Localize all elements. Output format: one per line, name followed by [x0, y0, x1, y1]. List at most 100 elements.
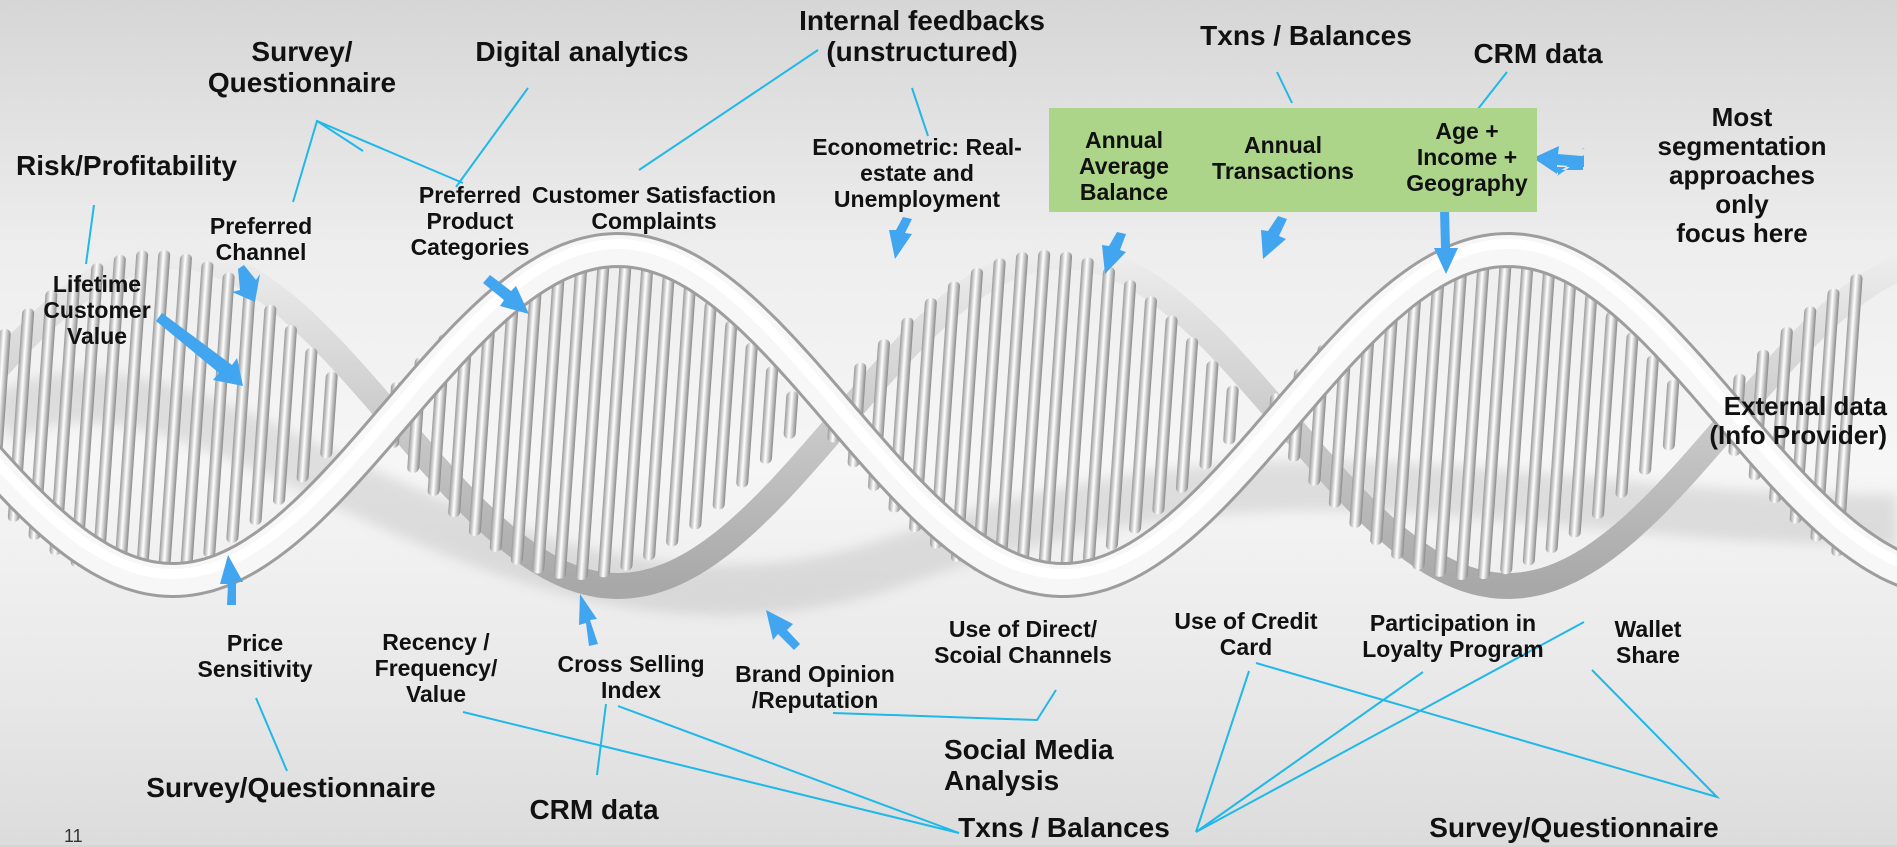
label-crm-top: CRM data — [1473, 38, 1603, 69]
helix-rung — [510, 265, 544, 565]
arrow-lifetime-value — [156, 313, 243, 386]
helix-rung — [532, 256, 566, 574]
helix-rung — [1129, 296, 1157, 534]
helix-rung — [929, 281, 960, 549]
label-most-segmentation: Most segmentation approaches only focus … — [1657, 102, 1827, 249]
label-rfv: Recency / Frequency/ Value — [374, 629, 498, 707]
arrow-cross-selling — [579, 594, 598, 646]
helix-rung — [113, 250, 149, 580]
arrow-brand-opinion — [766, 610, 800, 650]
label-lifetime-value: Lifetime Customer Value — [43, 271, 151, 349]
helix-rung — [203, 272, 235, 558]
label-external-data: External data (Info Provider) — [1709, 391, 1887, 451]
helix-rung — [1592, 311, 1618, 519]
arrow-econometric — [889, 217, 912, 259]
helix-rung — [783, 391, 799, 439]
helix-rung — [1060, 257, 1094, 573]
label-wallet-share: Wallet Share — [1614, 616, 1682, 668]
label-brand-opinion: Brand Opinion /Reputation — [735, 661, 895, 713]
helix-rung — [1391, 270, 1423, 560]
helix-rung — [620, 259, 654, 571]
helix-rung — [1545, 276, 1577, 554]
helix-rung — [1500, 255, 1534, 575]
label-preferred-product: Preferred Product Categories — [410, 182, 530, 260]
helix-rung — [1015, 250, 1051, 580]
arrow-annual-transactions — [1261, 216, 1287, 259]
helix-rung — [689, 300, 717, 530]
helix-rung — [643, 269, 675, 561]
helix-rung — [28, 290, 58, 540]
arrow-segmentation-real — [1533, 146, 1582, 174]
helix-rung — [1434, 253, 1468, 577]
helix-rung — [1522, 264, 1556, 566]
helix-rung — [575, 250, 611, 580]
helix-rung — [1175, 337, 1199, 493]
helix-back-strand — [0, 242, 1897, 600]
label-internal-feedbacks: Internal feedbacks (unstructured) — [799, 5, 1045, 68]
helix-rung — [1349, 302, 1377, 528]
helix-rung — [1199, 360, 1219, 470]
helix-rung — [1152, 315, 1178, 515]
helix-front-strand-highlight — [0, 238, 1897, 580]
helix-rung — [448, 312, 474, 518]
arrow-age-income — [1434, 210, 1458, 274]
helix-rung — [736, 342, 758, 488]
helix-rung — [759, 366, 779, 464]
label-loyalty-program: Participation in Loyalty Program — [1362, 610, 1544, 662]
helix-rung — [1082, 267, 1115, 563]
label-annual-average-balance: Annual Average Balance — [1079, 127, 1169, 205]
helix-rung — [1662, 379, 1680, 451]
helix-rung — [489, 278, 521, 552]
helix-rung — [597, 252, 632, 578]
helix-rung — [1639, 355, 1659, 475]
label-social-media: Social Media Analysis — [944, 734, 1114, 797]
label-txns-top: Txns / Balances — [1200, 20, 1412, 51]
helix-rung — [70, 263, 104, 567]
helix-rung — [972, 258, 1006, 572]
arrow-box-pointer — [1582, 148, 1585, 150]
label-customer-satisfaction: Customer Satisfaction Complaints — [531, 182, 777, 234]
slide-number: 11 — [64, 826, 83, 846]
label-direct-social: Use of Direct/ Scoial Channels — [934, 616, 1112, 668]
label-cross-selling: Cross Selling Index — [557, 651, 705, 703]
arrow-preferred-product — [483, 275, 529, 314]
arrow-annual-balance — [1102, 232, 1126, 274]
helix-rung — [1037, 251, 1073, 579]
arrows — [156, 157, 1584, 650]
helix-rung — [249, 304, 277, 526]
label-survey-bottom-left: Survey/Questionnaire — [146, 772, 436, 803]
helix-rung — [49, 274, 81, 556]
arrow-preferred-channel — [232, 265, 260, 302]
helix-rung — [553, 251, 589, 579]
label-risk-profitability: Risk/Profitability — [16, 150, 237, 181]
helix-rung — [468, 294, 498, 536]
label-annual-transactions: Annual Transactions — [1212, 132, 1354, 184]
helix-rung — [1412, 260, 1446, 570]
label-age-income-geography: Age + Income + Geography — [1406, 118, 1528, 196]
helix-rung — [296, 347, 318, 483]
helix-rung — [135, 250, 171, 580]
connector-lines — [85, 49, 1721, 834]
helix-rung — [1568, 292, 1598, 538]
helix-rung — [712, 320, 738, 510]
helix-rung — [1223, 385, 1239, 445]
helix-rung — [273, 325, 297, 505]
highlight-box — [1049, 108, 1537, 212]
helix-rung — [993, 252, 1029, 578]
helix-rung — [320, 371, 338, 459]
label-survey-bottom-right: Survey/Questionnaire — [1429, 812, 1719, 843]
helix-rung — [1810, 288, 1840, 542]
helix-rung — [0, 329, 11, 501]
label-survey-top: Survey/ Questionnaire — [207, 36, 397, 99]
label-txns-bottom: Txns / Balances — [958, 812, 1170, 843]
helix-rung — [951, 268, 983, 562]
label-preferred-channel: Preferred Channel — [209, 213, 313, 265]
helix-rung — [226, 287, 256, 543]
label-digital-analytics: Digital analytics — [475, 36, 689, 67]
label-price-sensitivity: Price Sensitivity — [197, 630, 313, 682]
helix-rung — [1105, 280, 1137, 550]
helix-rung — [180, 261, 214, 569]
helix-rung — [1615, 332, 1639, 498]
label-econometric: Econometric: Real- estate and Unemployme… — [812, 134, 1022, 212]
